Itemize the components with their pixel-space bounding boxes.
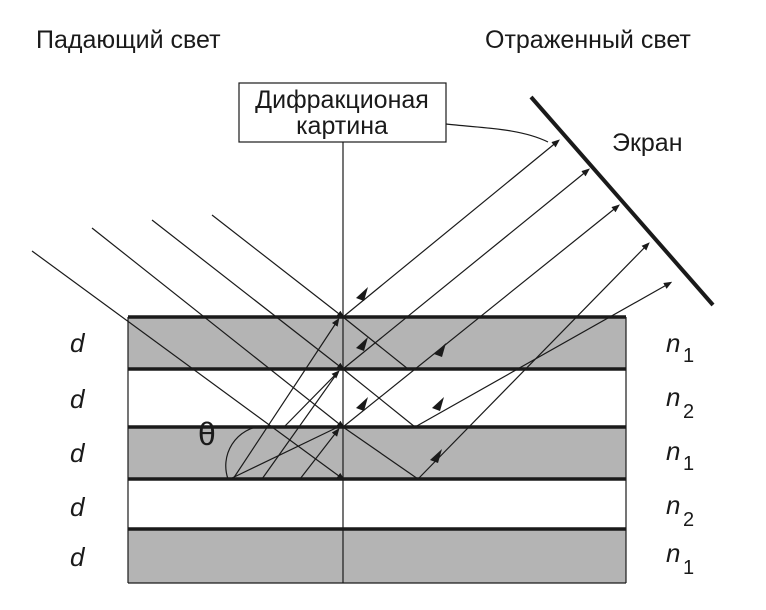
layer-1	[128, 317, 626, 369]
reflected-ray	[417, 242, 650, 480]
layer-4	[128, 479, 626, 529]
layer-stack	[127, 315, 627, 584]
incident-light-label: Падающий свет	[36, 26, 221, 54]
reflected-light-label: Отраженный свет	[485, 26, 691, 54]
layer-5	[128, 529, 626, 583]
layer-boundaries	[128, 315, 626, 531]
incident-ray	[211, 214, 345, 319]
layer-2	[128, 369, 626, 427]
index-label: n	[666, 538, 680, 568]
pattern-label-box	[238, 82, 549, 143]
reflected-ray	[342, 139, 560, 318]
theta-label: θ	[198, 416, 216, 452]
thickness-label: d	[70, 384, 86, 414]
index-label: n	[666, 382, 680, 412]
index-labels: n 1 n 2 n 1 n 2 n 1	[666, 328, 694, 579]
index-label: n	[666, 490, 680, 520]
incident-ray	[31, 250, 346, 481]
reflected-ray	[342, 168, 590, 370]
index-subscript: 1	[683, 453, 694, 475]
index-subscript: 1	[683, 345, 694, 367]
ray-arrowheads	[356, 287, 446, 463]
thickness-label: d	[70, 542, 86, 572]
incident-ray	[151, 219, 345, 371]
screen-label: Экран	[612, 129, 683, 157]
pattern-label-line1: Дифракционая	[255, 86, 429, 114]
internal-rays	[229, 317, 340, 480]
reflected-rays	[342, 139, 673, 480]
thickness-label: d	[70, 492, 86, 522]
index-subscript: 1	[683, 557, 694, 579]
pattern-label-line2: картина	[296, 112, 388, 140]
reflected-ray	[342, 204, 620, 428]
screen	[529, 95, 715, 307]
index-label: n	[666, 328, 680, 358]
theta-arc	[225, 425, 263, 480]
incident-ray	[91, 227, 345, 429]
index-label: n	[666, 436, 680, 466]
thickness-label: d	[70, 328, 86, 358]
layer-3	[128, 427, 626, 479]
index-subscript: 2	[683, 401, 694, 423]
index-subscript: 2	[683, 509, 694, 531]
thickness-labels: d d d d d	[70, 328, 86, 572]
thickness-label: d	[70, 438, 86, 468]
reflected-ray	[414, 281, 673, 428]
incident-rays	[31, 214, 346, 481]
